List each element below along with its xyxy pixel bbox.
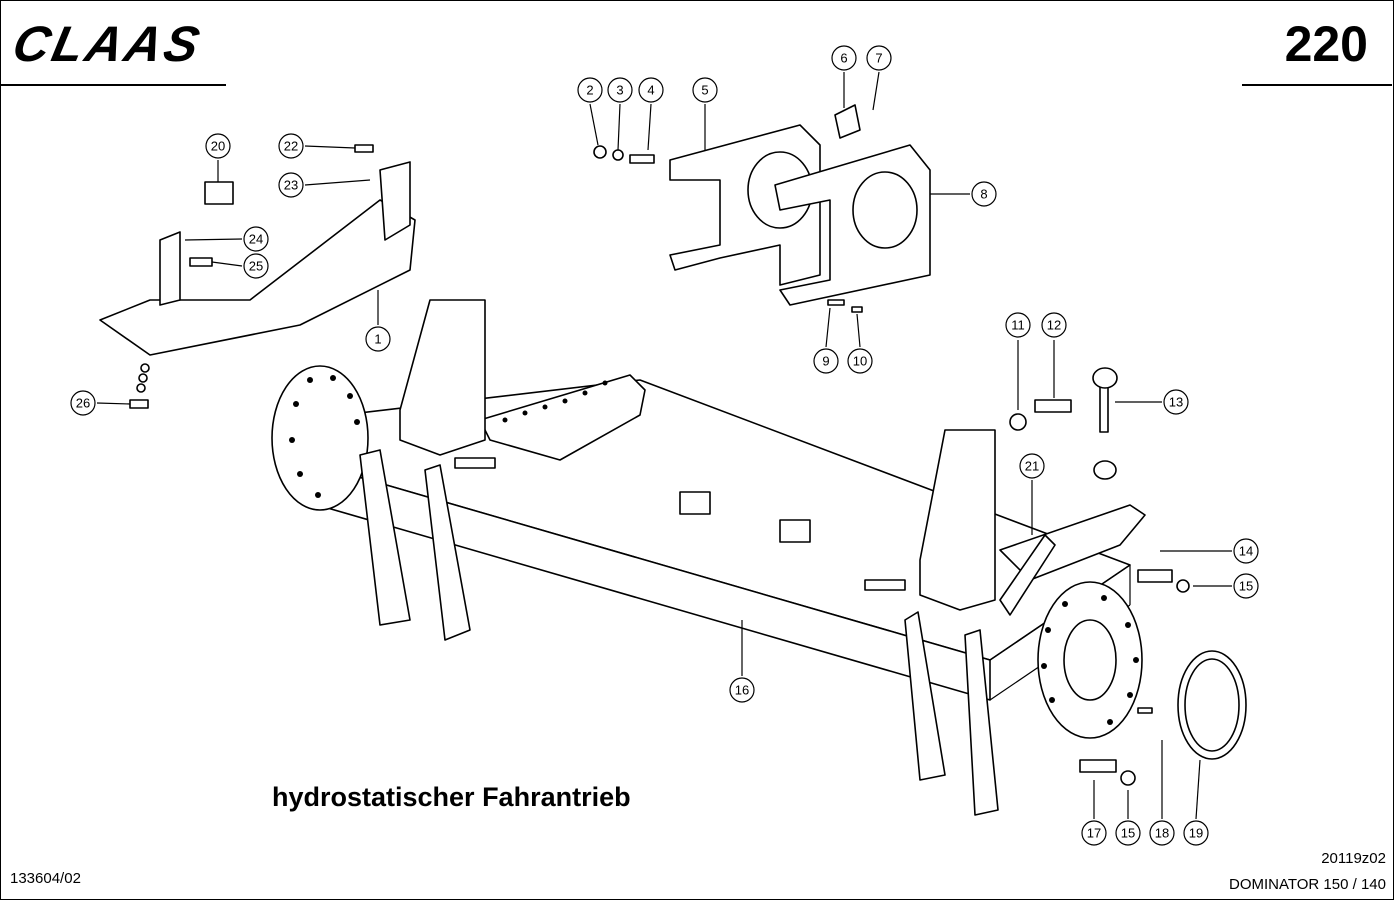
callout-13: 13 (1163, 389, 1189, 415)
svg-text:18: 18 (1155, 826, 1169, 841)
callout-4: 4 (638, 77, 664, 103)
axle-beam (271, 299, 1146, 816)
svg-text:4: 4 (647, 83, 654, 98)
svg-text:20: 20 (211, 139, 225, 154)
mounting-plates (669, 104, 931, 306)
callout-15: 15 (1233, 573, 1259, 599)
diagram-caption: hydrostatischer Fahrantrieb (272, 782, 631, 812)
page-number: 220 (1284, 16, 1368, 72)
svg-text:1: 1 (374, 332, 381, 347)
svg-text:5: 5 (701, 83, 708, 98)
svg-text:15: 15 (1121, 826, 1135, 841)
svg-text:25: 25 (249, 259, 263, 274)
hardware (129, 144, 1247, 786)
callout-14: 14 (1233, 538, 1259, 564)
svg-text:15: 15 (1239, 579, 1253, 594)
model-name: DOMINATOR 150 / 140 (1228, 876, 1386, 893)
drawing-number: 20119z02 (1321, 850, 1386, 867)
callout-11: 11 (1005, 312, 1031, 338)
svg-text:9: 9 (822, 354, 829, 369)
callout-5: 5 (692, 77, 718, 103)
svg-text:22: 22 (284, 139, 298, 154)
header-rule-left (0, 84, 226, 86)
header-rule-right (1242, 84, 1392, 86)
svg-text:8: 8 (980, 187, 987, 202)
skid-plate (99, 161, 416, 356)
callout-22: 22 (278, 133, 304, 159)
callout-6: 6 (831, 45, 857, 71)
callout-8: 8 (971, 181, 997, 207)
callout-9: 9 (813, 348, 839, 374)
callout-18: 18 (1149, 820, 1175, 846)
callout-10: 10 (847, 348, 873, 374)
svg-text:17: 17 (1087, 826, 1101, 841)
svg-text:24: 24 (249, 232, 263, 247)
svg-text:10: 10 (853, 354, 867, 369)
svg-text:3: 3 (616, 83, 623, 98)
leader-lines (96, 71, 1232, 820)
callout-19: 19 (1183, 820, 1209, 846)
callout-24: 24 (243, 226, 269, 252)
svg-text:2: 2 (586, 83, 593, 98)
callout-25: 25 (243, 253, 269, 279)
svg-text:23: 23 (284, 178, 298, 193)
callout-1: 1 (365, 326, 391, 352)
svg-text:13: 13 (1169, 395, 1183, 410)
callout-3: 3 (607, 77, 633, 103)
document-number: 133604/02 (10, 870, 81, 887)
callout-21: 21 (1019, 453, 1045, 479)
callout-7: 7 (866, 45, 892, 71)
svg-text:6: 6 (840, 51, 847, 66)
callout-15b: 15 (1115, 820, 1141, 846)
svg-text:26: 26 (76, 396, 90, 411)
svg-text:7: 7 (875, 51, 882, 66)
svg-text:11: 11 (1011, 318, 1025, 333)
svg-text:21: 21 (1025, 459, 1039, 474)
svg-text:19: 19 (1189, 826, 1203, 841)
callout-2: 2 (577, 77, 603, 103)
callout-20: 20 (205, 133, 231, 159)
svg-text:14: 14 (1239, 544, 1253, 559)
svg-text:16: 16 (735, 683, 749, 698)
callout-26: 26 (70, 390, 96, 416)
callout-12: 12 (1041, 312, 1067, 338)
callout-17: 17 (1081, 820, 1107, 846)
svg-text:12: 12 (1047, 318, 1061, 333)
callout-23: 23 (278, 172, 304, 198)
callout-16: 16 (729, 677, 755, 703)
